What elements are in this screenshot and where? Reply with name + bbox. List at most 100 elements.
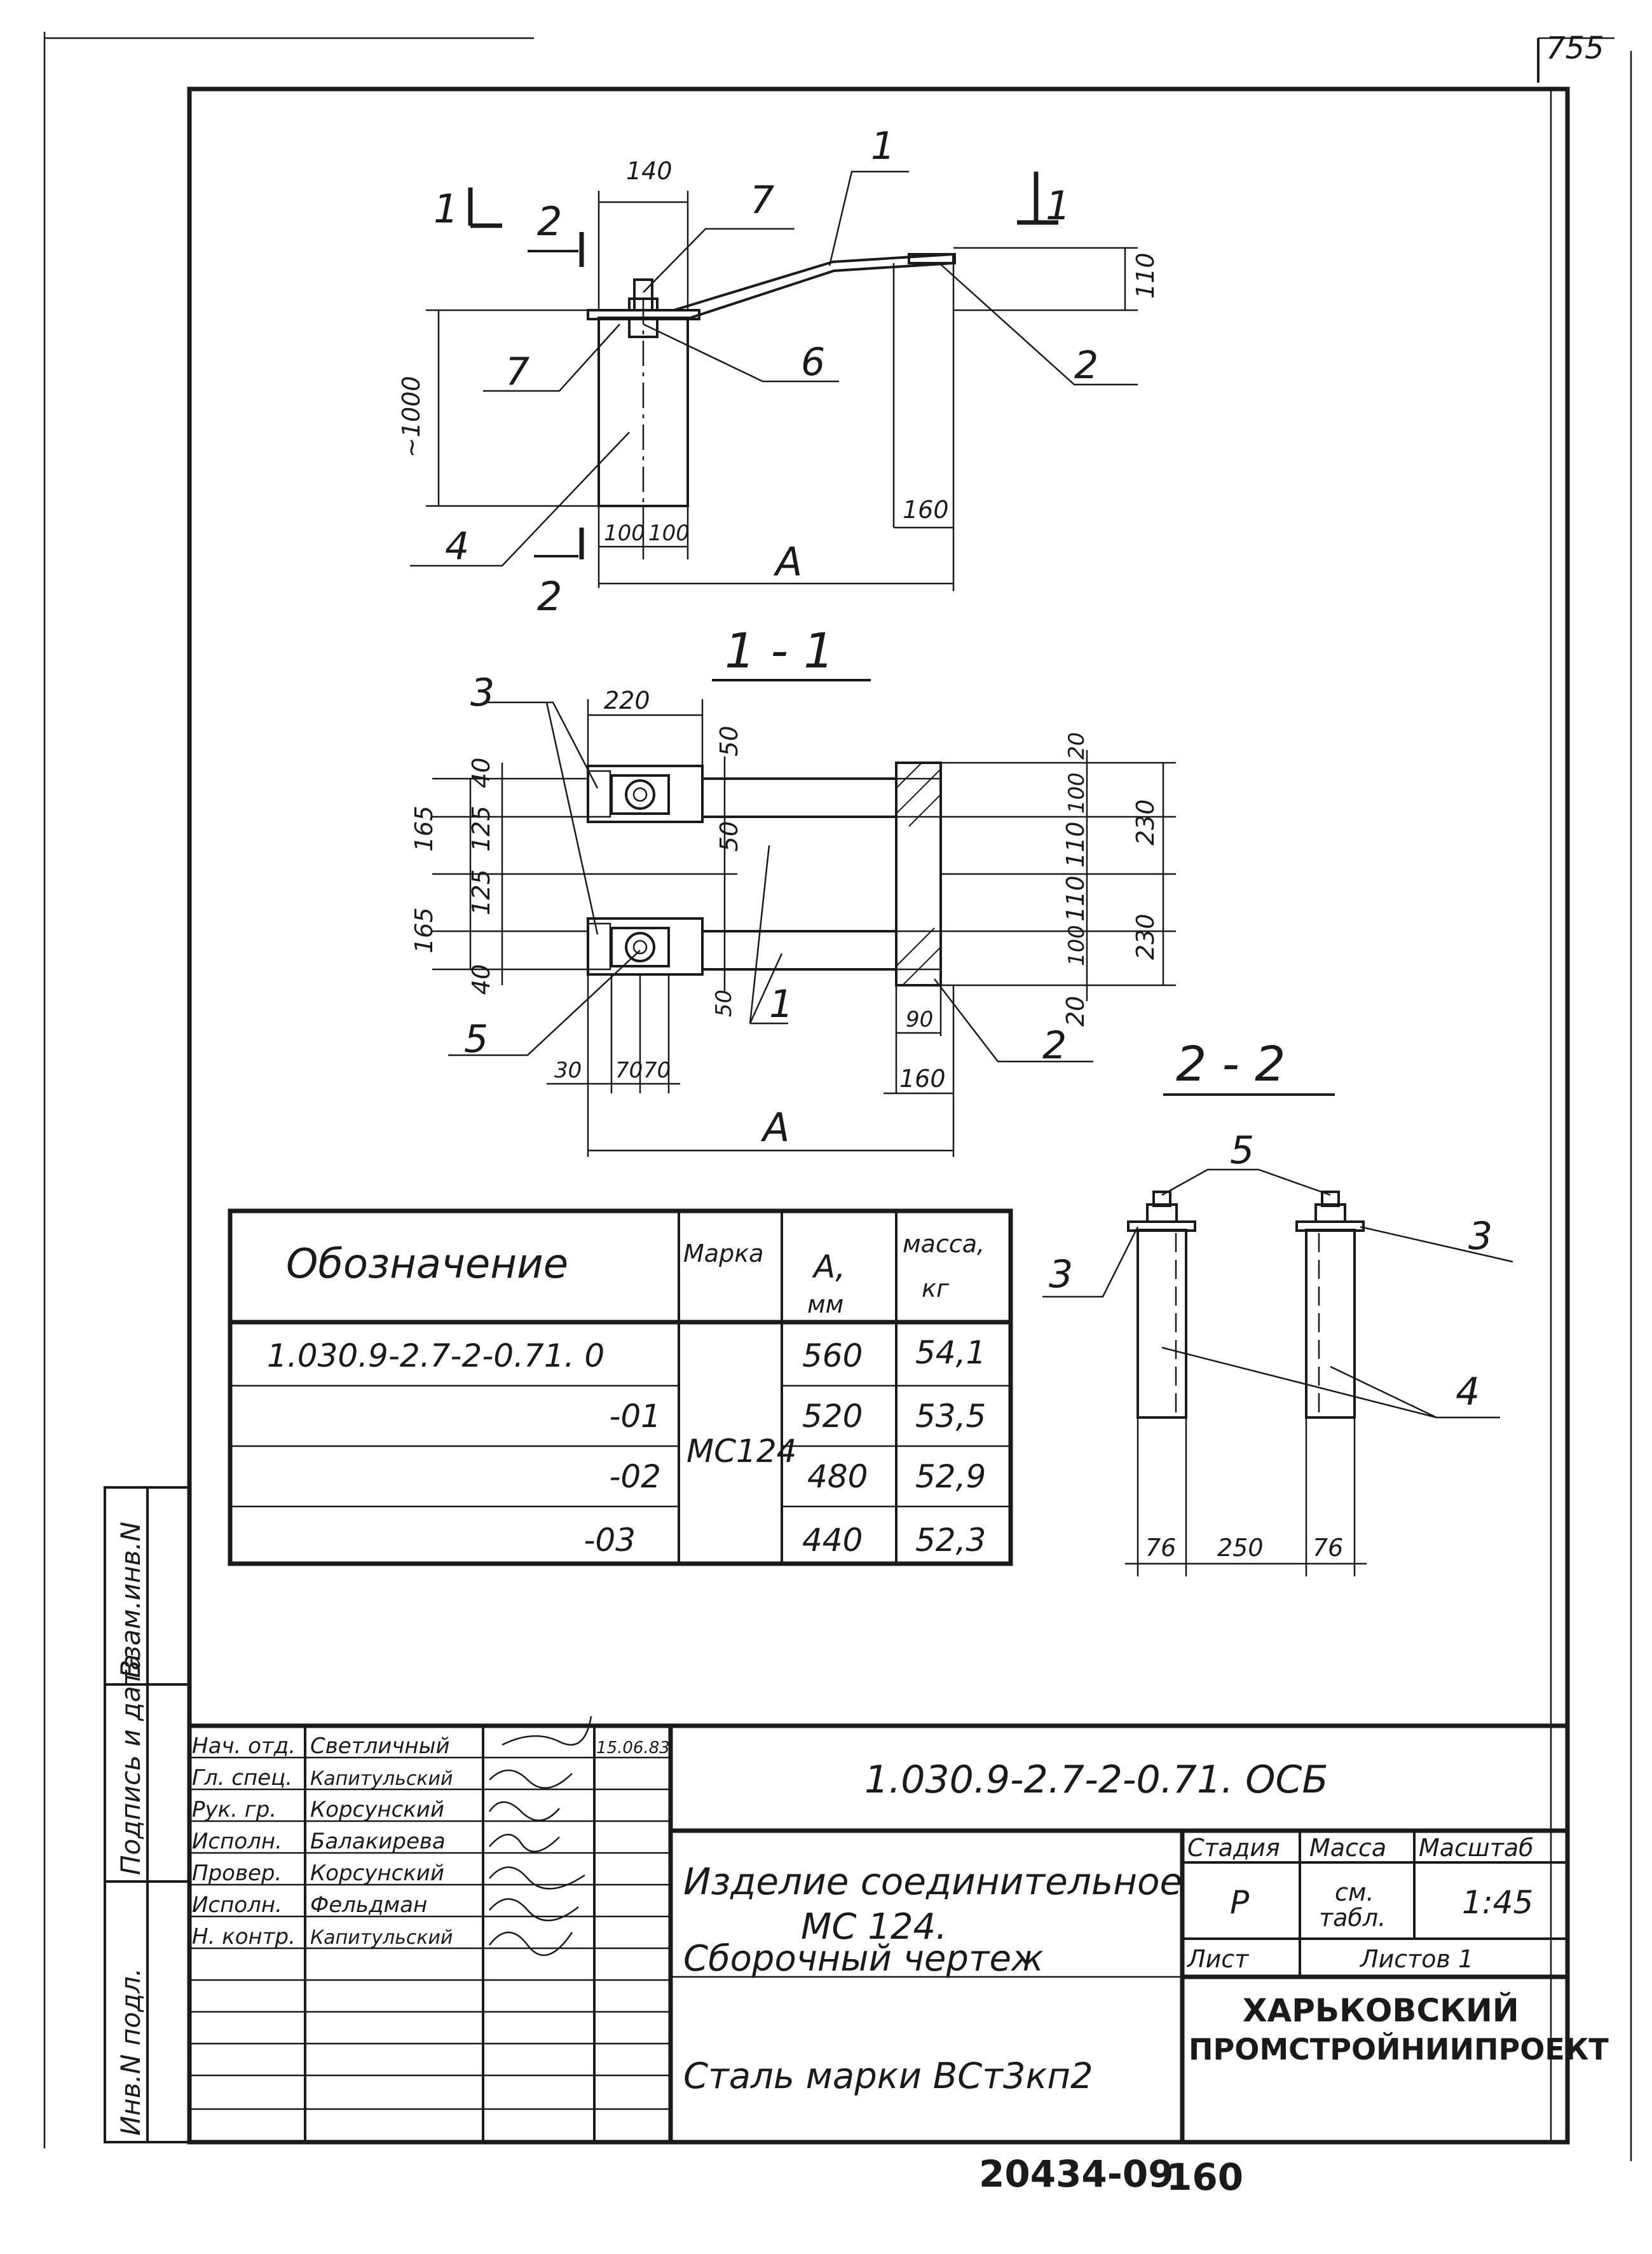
dim-230-top: 230 xyxy=(1131,799,1159,845)
dim-20-top: 20 xyxy=(1064,732,1089,760)
role-2: Рук. гр. xyxy=(192,1797,276,1822)
dim-100-right: 100 xyxy=(648,521,690,546)
row-3-a: 440 xyxy=(802,1522,863,1559)
role-6: Н. контр. xyxy=(192,1924,296,1950)
role-4: Провер. xyxy=(192,1861,282,1886)
mass-value-2: табл. xyxy=(1319,1904,1386,1932)
name-2: Корсунский xyxy=(310,1797,444,1822)
dim-30: 30 xyxy=(554,1058,582,1083)
title-line-2: МС 124. xyxy=(801,1906,947,1948)
dim-110-bottom: 110 xyxy=(1062,875,1089,922)
dim-100-top: 100 xyxy=(1064,772,1089,814)
name-1: Капитульский xyxy=(310,1768,453,1790)
dim-A-sec: A xyxy=(760,1104,789,1151)
handwritten-signatures xyxy=(488,1716,592,1957)
leader-4-s22: 4 xyxy=(1456,1370,1480,1414)
section-1-1: 1 - 1 xyxy=(410,622,1176,1157)
org-line-2: ПРОМСТРОЙНИИПРОЕКТ xyxy=(1189,2032,1609,2066)
scale-label: Масштаб xyxy=(1419,1834,1534,1862)
dim-40-lower: 40 xyxy=(467,964,495,995)
spec-table: Обозначение Марка А, мм масса, кг МС124 … xyxy=(228,1208,1013,1566)
leader-7-top: 7 xyxy=(750,178,774,222)
stage-label: Стадия xyxy=(1187,1834,1280,1862)
row-1-mass: 53,5 xyxy=(915,1398,986,1435)
leader-2-main: 2 xyxy=(1074,343,1098,388)
footer-page: 160 xyxy=(1166,2155,1243,2199)
dim-50-mid: 50 xyxy=(715,821,743,852)
signature-rows xyxy=(189,1756,671,2110)
dim-165-upper: 165 xyxy=(410,805,438,852)
sheet-frame: 7 5 5 xyxy=(43,31,1632,2161)
row-2-designation: -02 xyxy=(609,1458,661,1495)
title-line-1: Изделие соединительное xyxy=(683,1860,1182,1903)
dim-A: A xyxy=(773,538,802,585)
dim-70-left: 70 xyxy=(615,1058,643,1083)
col-a-unit: мм xyxy=(807,1290,843,1318)
sheets-label: Листов 1 xyxy=(1359,1945,1473,1973)
name-3: Балакирева xyxy=(310,1829,446,1854)
dim-76-right: 76 xyxy=(1313,1534,1343,1562)
dim-50-top: 50 xyxy=(715,726,743,756)
dim-160-sec: 160 xyxy=(899,1065,946,1093)
dim-1000: ~1000 xyxy=(397,376,425,458)
row-0-mass: 54,1 xyxy=(915,1334,986,1371)
dim-110-top: 110 xyxy=(1062,821,1089,868)
row-1-a: 520 xyxy=(802,1398,863,1435)
mark-value: МС124 xyxy=(686,1433,797,1470)
leader-1-sec: 1 xyxy=(769,982,793,1027)
dim-125-upper: 125 xyxy=(467,805,495,852)
name-6: Капитульский xyxy=(310,1927,453,1949)
row-3-designation: -03 xyxy=(584,1522,636,1559)
dim-100-bottom: 100 xyxy=(1064,925,1089,966)
section-1-1-title: 1 - 1 xyxy=(725,622,834,679)
org-line-1: ХАРЬКОВСКИЙ xyxy=(1243,1991,1519,2029)
section-marker-2-bottom: 2 xyxy=(537,573,562,620)
col-designation-header: Обозначение xyxy=(286,1241,568,1288)
row-2-a: 480 xyxy=(807,1458,868,1495)
dim-76-left: 76 xyxy=(1145,1534,1176,1562)
side-stamp-replaces: Взам.инв.N xyxy=(115,1522,146,1678)
dim-20-bottom: 20 xyxy=(1062,996,1089,1027)
role-1: Гл. спец. xyxy=(192,1765,292,1791)
title-block: Нач. отд. Светличный Гл. спец. Капитульс… xyxy=(189,1716,1609,2142)
section-marker-1-left: 1 xyxy=(433,186,458,232)
dim-125-lower: 125 xyxy=(467,869,495,915)
section-2-2-title: 2 - 2 xyxy=(1176,1035,1285,1092)
dim-230-bottom: 230 xyxy=(1131,913,1159,960)
dim-140: 140 xyxy=(626,157,672,185)
title-line-3: Сборочный чертеж xyxy=(683,1938,1043,1979)
col-mass-header: масса, xyxy=(903,1230,985,1258)
col-mark-header: Марка xyxy=(683,1240,763,1267)
leader-5-s22: 5 xyxy=(1230,1128,1254,1173)
row-0-designation: 1.030.9-2.7-2-0.71. 0 xyxy=(267,1337,604,1374)
stage-value: Р xyxy=(1230,1884,1250,1921)
footer-number: 20434-09 xyxy=(979,2152,1174,2196)
footer: 20434-09 160 xyxy=(979,2152,1243,2199)
col-mass-unit: кг xyxy=(922,1274,950,1302)
leader-5-sec: 5 xyxy=(464,1017,488,1062)
mass-label: Масса xyxy=(1309,1834,1386,1862)
dim-165-lower: 165 xyxy=(410,907,438,953)
role-3: Исполн. xyxy=(192,1829,282,1854)
dim-220: 220 xyxy=(604,686,650,714)
side-stamp-inventory: Инв.N подл. xyxy=(115,1968,146,2136)
side-stamp: Взам.инв.N Подпись и дата Инв.N подл. xyxy=(104,1486,191,2143)
dim-70-right: 70 xyxy=(643,1058,671,1083)
sign-date: 15.06.83 xyxy=(596,1738,670,1758)
row-3-mass: 52,3 xyxy=(915,1522,986,1559)
dim-50-bottom: 50 xyxy=(711,990,737,1017)
side-stamp-signature: Подпись и дата xyxy=(115,1654,146,1875)
name-5: Фельдман xyxy=(310,1892,427,1918)
section-marker-2-top: 2 xyxy=(537,198,562,245)
leader-6: 6 xyxy=(801,340,825,385)
role-5: Исполн. xyxy=(192,1892,282,1918)
doc-code: 1.030.9-2.7-2-0.71. ОСБ xyxy=(864,1758,1328,1802)
name-0: Светличный xyxy=(310,1733,450,1759)
mass-value-1: см. xyxy=(1335,1878,1374,1906)
corner-number: 755 xyxy=(1546,31,1604,66)
leader-3-s22-right: 3 xyxy=(1468,1214,1492,1259)
dim-160: 160 xyxy=(903,496,949,524)
leader-2-sec: 2 xyxy=(1042,1023,1067,1068)
row-2-mass: 52,9 xyxy=(915,1458,986,1495)
